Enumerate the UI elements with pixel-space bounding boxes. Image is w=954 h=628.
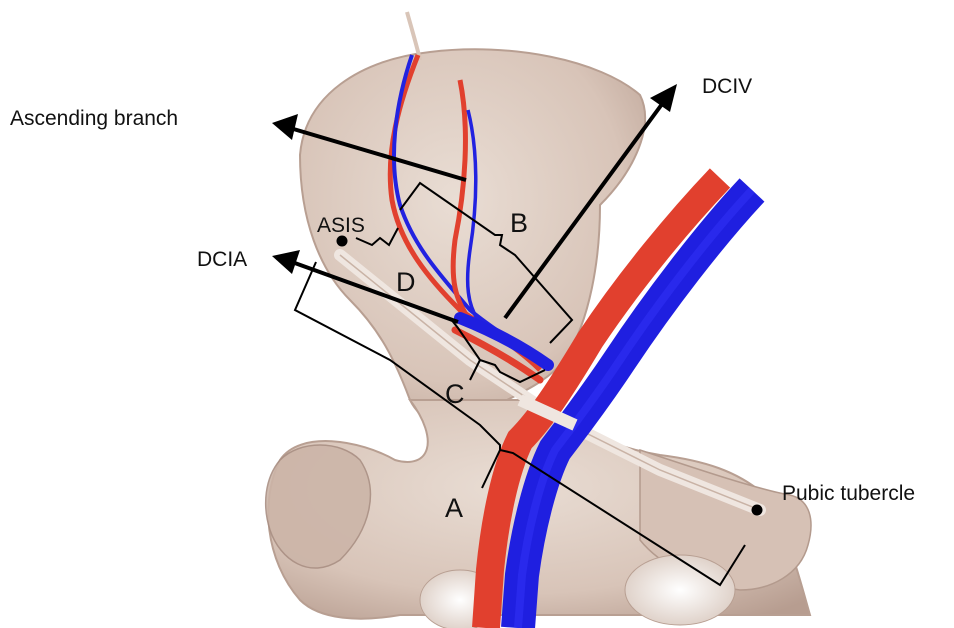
obturator-foramen	[625, 555, 735, 625]
label-asis: ASIS	[317, 214, 365, 237]
label-c: C	[445, 379, 465, 409]
label-b: B	[510, 208, 528, 238]
pubic-tubercle-point	[752, 505, 763, 516]
label-pubic-tubercle: Pubic tubercle	[782, 482, 915, 505]
label-dciv: DCIV	[702, 75, 752, 98]
label-ascending-branch: Ascending branch	[10, 107, 178, 130]
label-a: A	[445, 493, 463, 523]
label-dcia: DCIA	[197, 248, 247, 271]
vessel-top-thin	[407, 12, 420, 60]
label-d: D	[396, 267, 416, 297]
asis-point	[337, 236, 348, 247]
